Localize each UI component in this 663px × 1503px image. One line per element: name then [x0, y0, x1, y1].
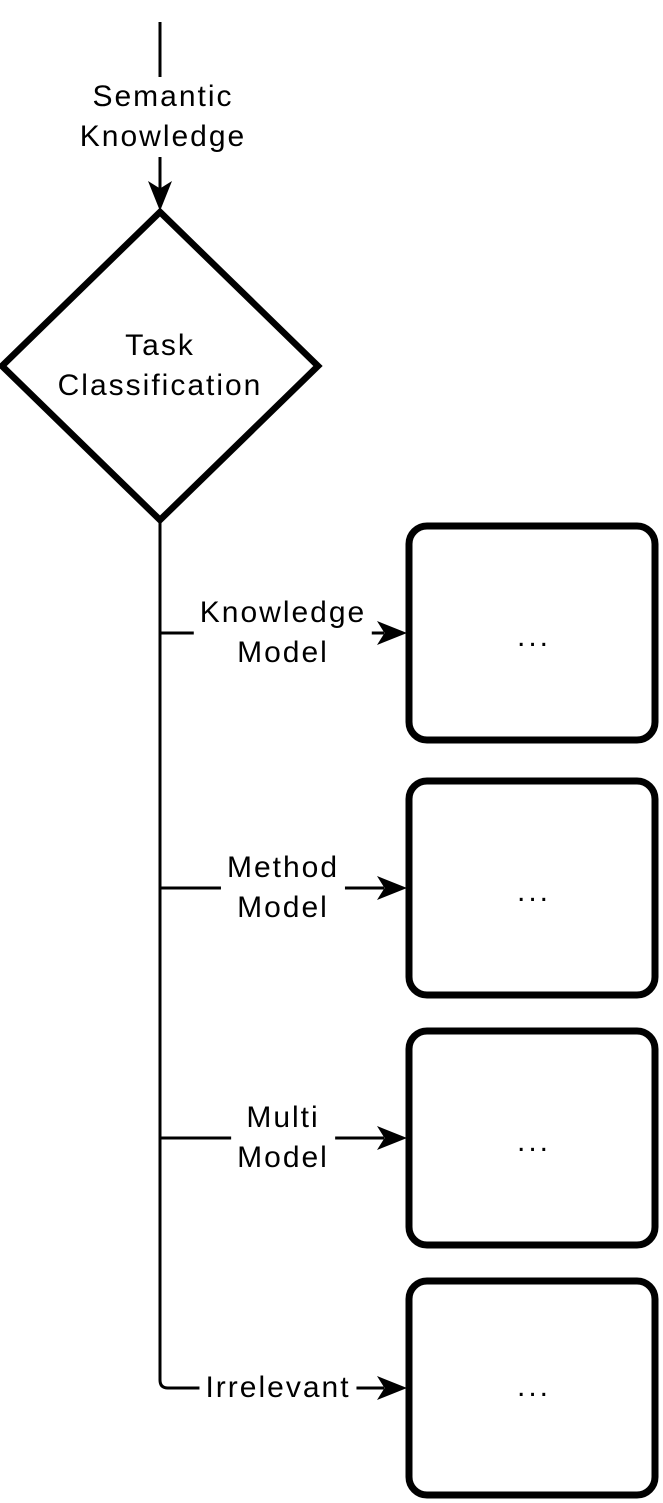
trunk-connector-line — [158, 520, 384, 1390]
outcome-box-irrelevant — [405, 1277, 659, 1499]
outcome-box-knowledge-model — [405, 522, 659, 744]
arrow-right-icon-knowledge-model — [377, 621, 407, 645]
branch-label-method-model: Method Model — [220, 848, 346, 928]
arrow-down-icon — [148, 181, 172, 211]
arrow-right-icon-method-model — [377, 876, 407, 900]
outcome-box-content-knowledge-model: ... — [516, 620, 552, 653]
outcome-box-multi-model — [405, 1027, 659, 1249]
outcome-box-content-irrelevant: ... — [516, 1370, 552, 1403]
arrow-right-icon-multi-model — [377, 1126, 407, 1150]
decision-label: Task Classification — [57, 329, 263, 402]
branch-label-multi-model: Multi Model — [231, 1098, 335, 1178]
outcome-box-content-method-model: ... — [516, 875, 552, 908]
branch-label-irrelevant: Irrelevant — [199, 1368, 357, 1408]
outcome-box-method-model — [405, 777, 659, 999]
outcome-box-content-multi-model: ... — [516, 1125, 552, 1158]
arrow-right-icon-irrelevant — [377, 1376, 407, 1400]
source-label: Semantic Knowledge — [73, 77, 253, 157]
branch-label-knowledge-model: Knowledge Model — [193, 593, 373, 673]
